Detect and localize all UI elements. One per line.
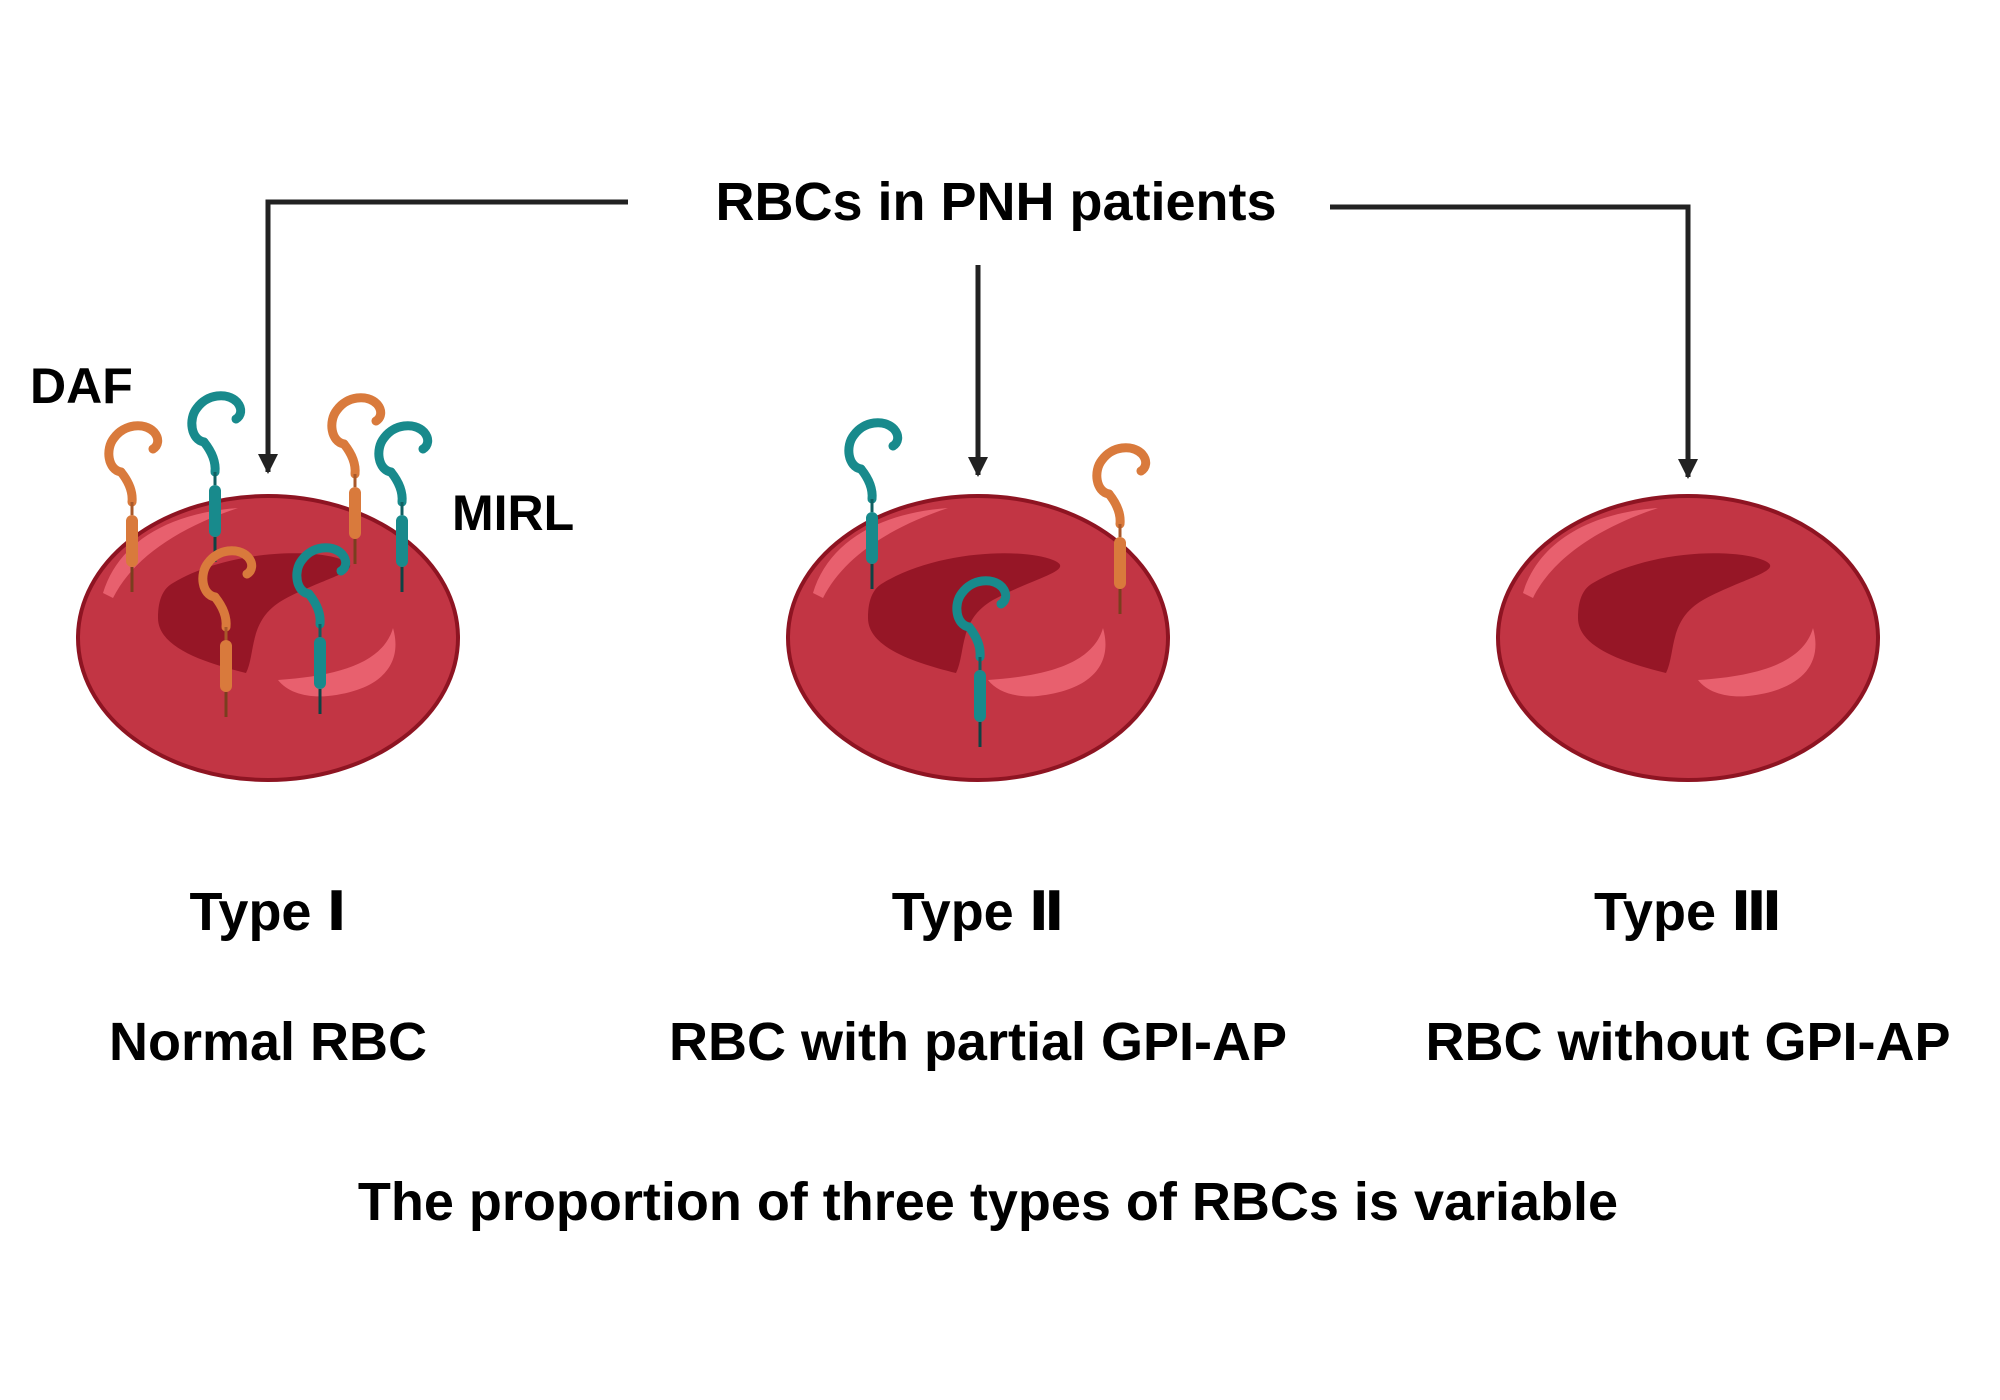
footer-caption: The proportion of three types of RBCs is… <box>358 1172 1618 1232</box>
type-2-label: Type Ⅱ <box>892 882 1065 942</box>
arrow-to-type-3 <box>1330 204 1698 479</box>
type-1-label: Type Ⅰ <box>189 882 346 942</box>
type-2-description: RBC with partial GPI-AP <box>669 1012 1287 1072</box>
rbc-type-3 <box>1496 494 1880 782</box>
type-3-label: Type Ⅲ <box>1594 882 1782 942</box>
diagram-title: RBCs in PNH patients <box>715 172 1276 232</box>
rbc-cell-type-3 <box>1496 494 1880 782</box>
mirl-label: MIRL <box>452 485 574 541</box>
arrow-to-type-1 <box>258 199 628 474</box>
type-3-description: RBC without GPI-AP <box>1426 1012 1951 1072</box>
connector-arrows <box>258 199 1698 479</box>
daf-label: DAF <box>30 358 133 414</box>
rbc-type-2 <box>786 423 1170 782</box>
type-1-description: Normal RBC <box>109 1012 427 1072</box>
